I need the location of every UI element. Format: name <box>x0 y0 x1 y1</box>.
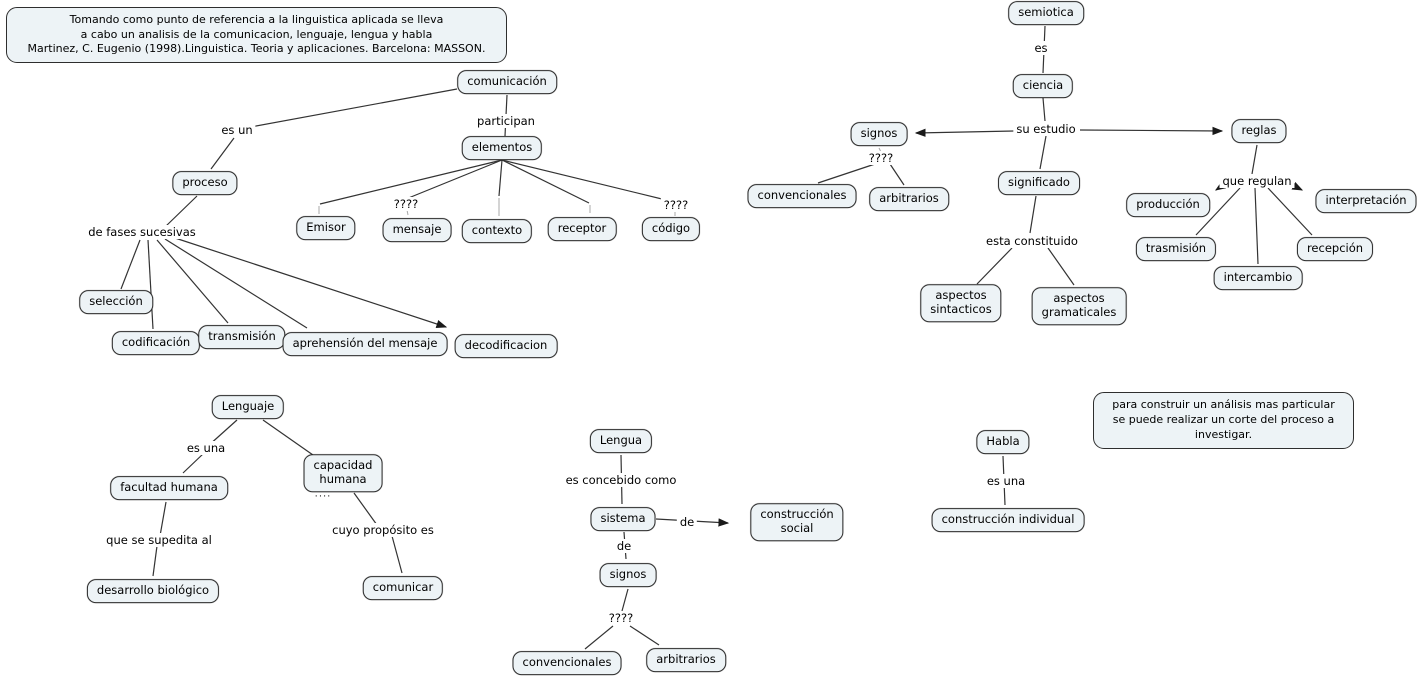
concept-ciencia[interactable]: ciencia <box>1012 74 1074 98</box>
link-de-construccion-social[interactable]: de <box>676 515 698 529</box>
clipped-dots-label: .... <box>314 488 332 500</box>
concept-aspectos-gramaticales[interactable]: aspectos gramaticales <box>1031 287 1127 325</box>
concept-emisor[interactable]: Emisor <box>296 216 356 240</box>
concept-aprehension-del-mensaje[interactable]: aprehensión del mensaje <box>282 332 448 356</box>
concept-comunicar[interactable]: comunicar <box>362 576 444 600</box>
concept-elementos[interactable]: elementos <box>461 136 543 160</box>
link-de-fases-sucesivas[interactable]: de fases sucesivas <box>85 225 199 239</box>
concept-seleccion[interactable]: selección <box>79 290 153 314</box>
concept-lenguaje[interactable]: Lenguaje <box>211 395 285 419</box>
link-es-concebido-como[interactable]: es concebido como <box>562 473 680 487</box>
concept-convencionales-lengua[interactable]: convencionales <box>512 651 622 675</box>
concept-arbitrarios-semiotica[interactable]: arbitrarios <box>869 187 949 211</box>
concept-contexto[interactable]: contexto <box>461 219 533 243</box>
link-unknown-signos-lengua[interactable]: ???? <box>605 611 637 625</box>
concept-capacidad-humana[interactable]: capacidad humana <box>303 454 383 492</box>
concept-facultad-humana[interactable]: facultad humana <box>110 476 228 500</box>
link-su-estudio[interactable]: su estudio <box>1013 122 1079 136</box>
concept-intercambio[interactable]: intercambio <box>1213 266 1303 290</box>
concept-codificacion[interactable]: codificación <box>111 331 201 355</box>
concept-construccion-social[interactable]: construcción social <box>750 503 844 541</box>
concept-desarrollo-biologico[interactable]: desarrollo biológico <box>86 579 220 603</box>
concept-proceso[interactable]: proceso <box>172 171 238 195</box>
concept-comunicacion[interactable]: comunicación <box>457 70 557 94</box>
concept-habla[interactable]: Habla <box>976 430 1030 454</box>
concept-semiotica[interactable]: semiotica <box>1008 1 1084 25</box>
concept-produccion[interactable]: producción <box>1126 193 1210 217</box>
link-unknown-mensaje[interactable]: ???? <box>390 197 422 211</box>
concept-lengua[interactable]: Lengua <box>589 429 653 453</box>
concept-interpretacion[interactable]: interpretación <box>1315 189 1417 213</box>
link-que-se-supedita-al[interactable]: que se supedita al <box>103 533 215 547</box>
concept-signos-semiotica[interactable]: signos <box>850 122 908 146</box>
concept-mensaje[interactable]: mensaje <box>382 218 452 242</box>
link-esta-constituido[interactable]: esta constituido <box>983 234 1081 248</box>
link-es-un[interactable]: es un <box>218 123 256 137</box>
link-es-una-habla[interactable]: es una <box>983 474 1029 488</box>
concept-receptor[interactable]: receptor <box>547 217 617 241</box>
note-analysis[interactable]: para construir un análisis mas particula… <box>1093 392 1354 449</box>
link-participan[interactable]: participan <box>474 114 538 128</box>
link-de-signos[interactable]: de <box>613 539 635 553</box>
concept-reglas[interactable]: reglas <box>1231 119 1287 143</box>
link-que-regulan[interactable]: que regulan <box>1219 174 1295 188</box>
concept-codigo[interactable]: código <box>641 217 701 241</box>
concept-trasmision[interactable]: trasmisión <box>1135 237 1217 261</box>
link-unknown-codigo[interactable]: ???? <box>660 198 692 212</box>
note-reference[interactable]: Tomando como punto de referencia a la li… <box>6 7 507 63</box>
concept-significado[interactable]: significado <box>998 171 1080 195</box>
link-es-una-lenguaje[interactable]: es una <box>183 441 229 455</box>
concept-decodificacion[interactable]: decodificacion <box>454 334 558 358</box>
concept-convencionales-semiotica[interactable]: convencionales <box>747 184 857 208</box>
concept-recepcion[interactable]: recepción <box>1296 237 1374 261</box>
concept-construccion-individual[interactable]: construcción individual <box>931 508 1085 532</box>
concept-signos-lengua[interactable]: signos <box>599 563 657 587</box>
link-unknown-signos-semiotica[interactable]: ???? <box>865 151 897 165</box>
concept-transmision[interactable]: transmisión <box>198 325 286 349</box>
concept-sistema[interactable]: sistema <box>590 507 656 531</box>
link-cuyo-proposito-es[interactable]: cuyo propósito es <box>329 523 437 537</box>
concept-aspectos-sintacticos[interactable]: aspectos sintacticos <box>920 284 1002 322</box>
link-es[interactable]: es <box>1031 41 1051 55</box>
concept-arbitrarios-lengua[interactable]: arbitrarios <box>646 648 726 672</box>
